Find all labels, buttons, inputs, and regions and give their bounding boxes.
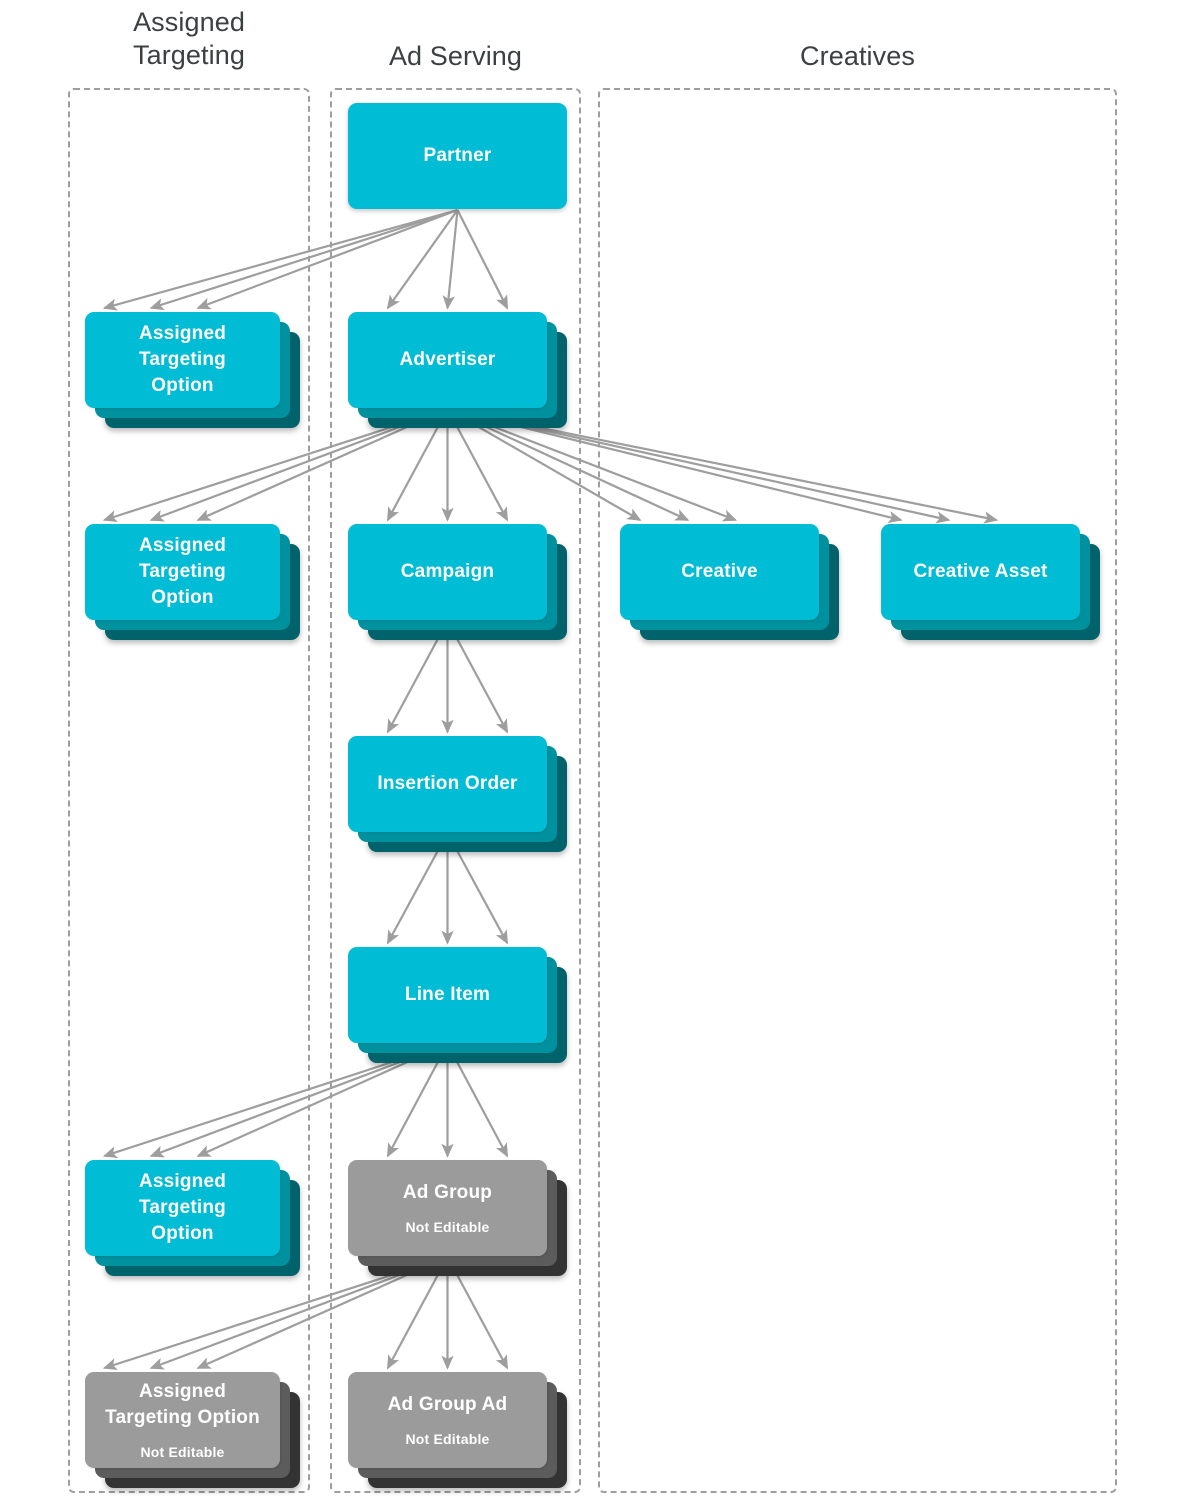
node-title: Campaign [400,561,495,582]
node-assigned-targeting-option-1[interactable]: Assigned Targeting Option [85,312,302,430]
node-creative-asset[interactable]: Creative Asset [881,524,1102,642]
node-subtitle: Not Editable [140,1444,225,1460]
node-title: Line Item [404,984,491,1005]
lane-assigned-targeting [68,88,310,1493]
node-card-line-item[interactable]: Line Item [348,947,547,1043]
node-assigned-targeting-option-3[interactable]: Assigned Targeting Option [85,1160,302,1278]
node-partner[interactable]: Partner [348,103,589,231]
node-card-assigned-targeting-option-2[interactable]: Assigned Targeting Option [85,524,280,620]
node-title: Partner [423,145,492,166]
node-card-assigned-targeting-option-1[interactable]: Assigned Targeting Option [85,312,280,408]
lane-creatives [598,88,1117,1493]
node-subtitle: Not Editable [405,1431,490,1447]
node-card-ad-group-ad[interactable]: Ad Group Ad Not Editable [348,1372,547,1468]
node-card-creative-asset[interactable]: Creative Asset [881,524,1080,620]
node-title: Assigned Targeting Option [105,1381,260,1428]
column-header-assigned-targeting: Assigned Targeting [133,7,245,70]
node-title: Insertion Order [377,773,518,794]
column-header-ad-serving: Ad Serving [388,41,523,71]
node-title: Ad Group [402,1182,493,1203]
node-title: Creative [681,561,758,582]
node-title: Ad Group Ad [387,1394,508,1415]
column-header-creatives: Creatives [800,41,915,71]
node-title: Advertiser [399,349,496,370]
node-insertion-order[interactable]: Insertion Order [348,736,569,854]
node-title: Assigned Targeting Option [138,323,227,396]
node-campaign[interactable]: Campaign [348,524,569,642]
node-title: Assigned Targeting Option [138,535,227,608]
node-title: Creative Asset [913,561,1048,582]
node-card-advertiser[interactable]: Advertiser [348,312,547,408]
node-card-insertion-order[interactable]: Insertion Order [348,736,547,832]
node-ad-group-ad[interactable]: Ad Group Ad Not Editable [348,1372,569,1490]
node-card-campaign[interactable]: Campaign [348,524,547,620]
node-card-partner[interactable]: Partner [348,103,567,209]
node-line-item[interactable]: Line Item [348,947,569,1065]
lane-ad-serving [330,88,581,1493]
node-creative[interactable]: Creative [620,524,841,642]
node-card-assigned-targeting-option-3[interactable]: Assigned Targeting Option [85,1160,280,1256]
node-title: Assigned Targeting Option [138,1171,227,1244]
node-card-creative[interactable]: Creative [620,524,819,620]
node-subtitle: Not Editable [405,1219,490,1235]
node-advertiser[interactable]: Advertiser [348,312,569,430]
node-assigned-targeting-option-2[interactable]: Assigned Targeting Option [85,524,302,642]
